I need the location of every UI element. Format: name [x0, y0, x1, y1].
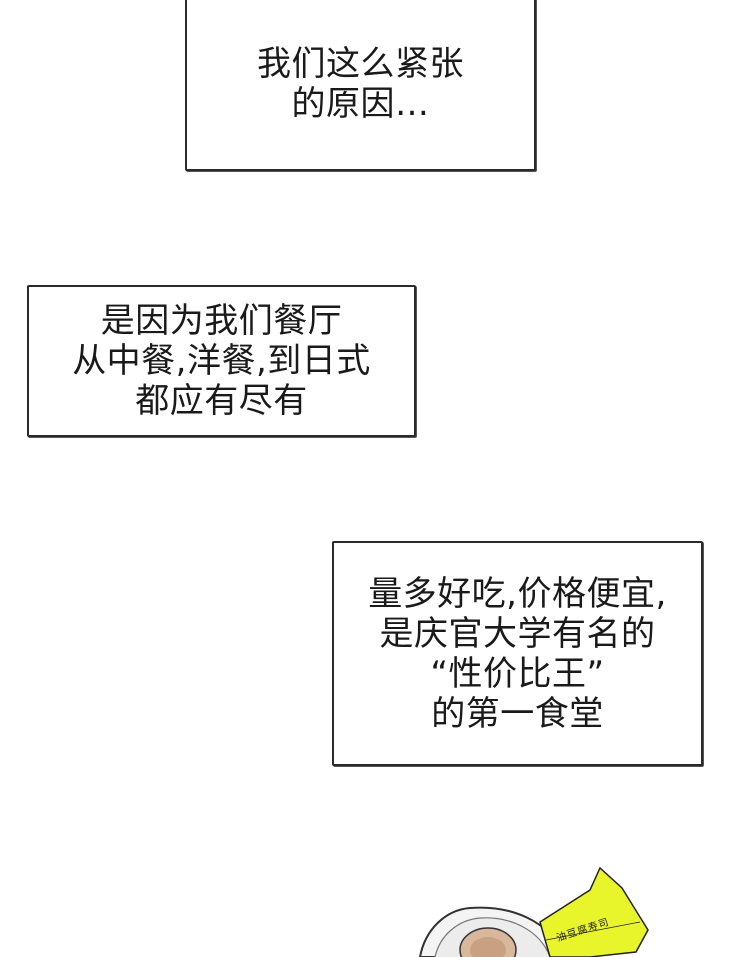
caption-2-line-2: 从中餐,洋餐,到日式: [72, 341, 371, 381]
caption-1-line-1: 我们这么紧张: [257, 43, 464, 84]
caption-2-line-3: 都应有尽有: [135, 381, 308, 421]
food-illustration: [418, 866, 649, 957]
caption-1-line-2: 的原因…: [291, 83, 430, 124]
caption-3-line-1: 量多好吃,价格便宜,: [368, 573, 667, 614]
caption-3-line-3: “性价比王”: [430, 653, 605, 694]
caption-box-2: 是因为我们餐厅 从中餐,洋餐,到日式 都应有尽有: [27, 285, 416, 437]
caption-3-line-2: 是庆官大学有名的: [379, 613, 656, 654]
caption-box-1: 我们这么紧张 的原因…: [185, 0, 536, 171]
menu-tag-sticker: [539, 866, 649, 957]
caption-3-line-4: 的第一食堂: [431, 693, 604, 734]
caption-box-3: 量多好吃,价格便宜, 是庆官大学有名的 “性价比王” 的第一食堂: [332, 541, 703, 766]
caption-2-line-1: 是因为我们餐厅: [100, 301, 343, 341]
